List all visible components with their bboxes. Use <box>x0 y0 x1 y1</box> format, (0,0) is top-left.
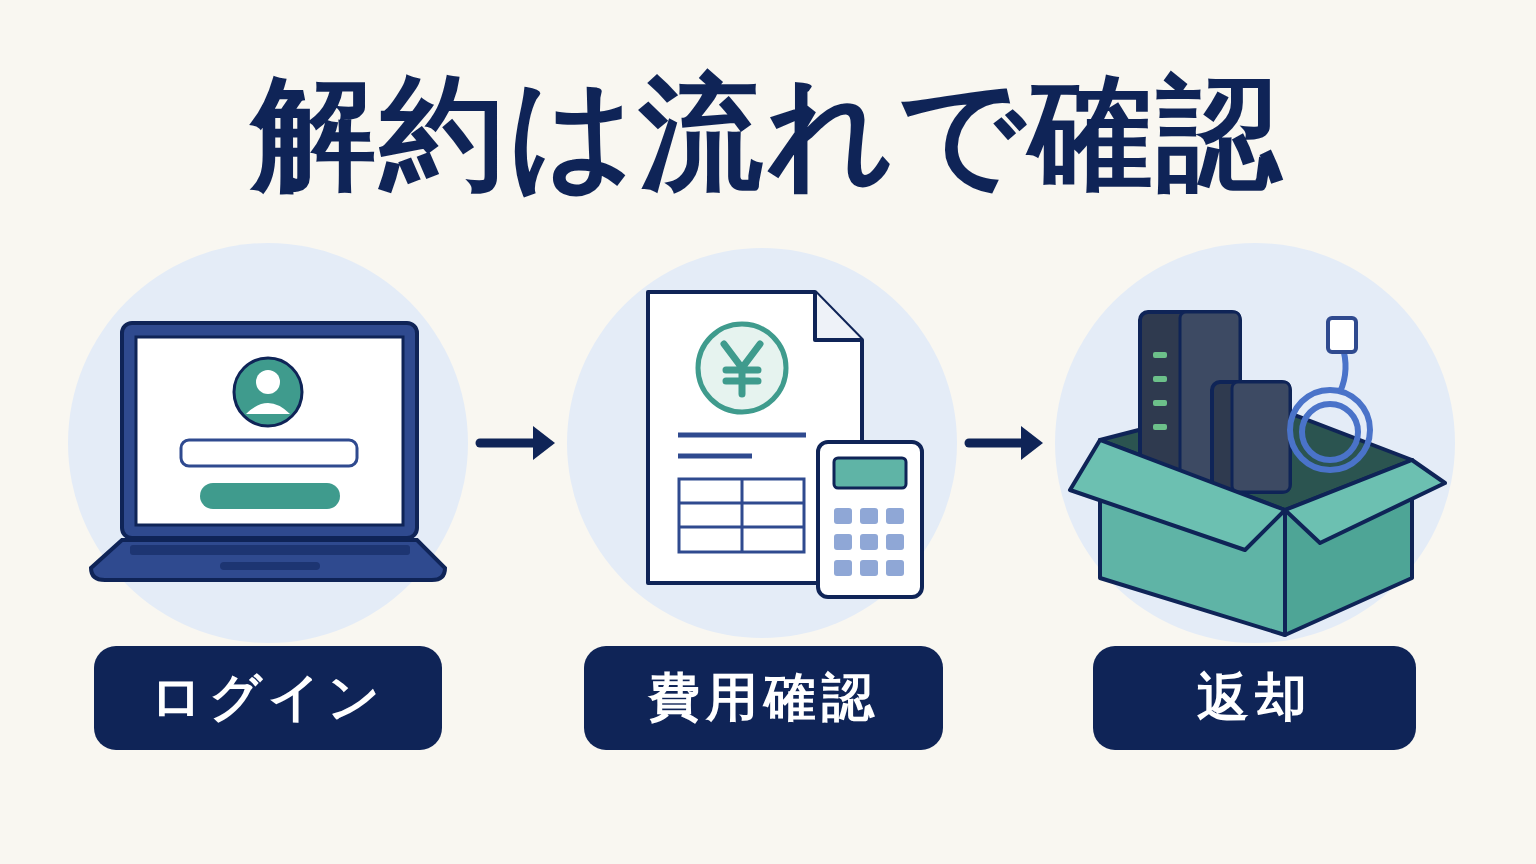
step-node: 返却 <box>1055 243 1455 750</box>
arrow-head <box>1021 426 1043 460</box>
arrow-line <box>480 439 537 448</box>
calculator-key <box>860 560 878 576</box>
calculator-key <box>834 508 852 524</box>
step-label: 費用確認 <box>648 663 880 733</box>
calculator-key <box>834 534 852 550</box>
step-label: ログイン <box>150 663 386 733</box>
calculator-icon <box>818 442 922 597</box>
calculator-key <box>886 560 904 576</box>
bg-circle <box>1055 243 1455 643</box>
calculator-key <box>834 560 852 576</box>
return-box-icon <box>1070 312 1445 635</box>
flow-arrow <box>969 426 1043 460</box>
calculator-key <box>860 508 878 524</box>
calculator-key <box>886 534 904 550</box>
arrow-line <box>969 439 1025 448</box>
flow-arrow <box>480 426 555 460</box>
calculator-key <box>860 534 878 550</box>
step-label: 返却 <box>1197 663 1313 733</box>
calculator-key <box>886 508 904 524</box>
bg-circle <box>567 248 957 638</box>
step-node: ログイン <box>68 243 468 750</box>
bg-circle <box>68 243 468 643</box>
title: 解約は流れで確認 <box>0 62 1536 205</box>
step-node: 費用確認 <box>567 248 957 750</box>
arrow-head <box>533 426 555 460</box>
laptop-icon <box>91 323 445 580</box>
step-label-box: ログイン <box>94 646 442 750</box>
step-label-box: 費用確認 <box>584 646 943 750</box>
step-label-box: 返却 <box>1093 646 1416 750</box>
